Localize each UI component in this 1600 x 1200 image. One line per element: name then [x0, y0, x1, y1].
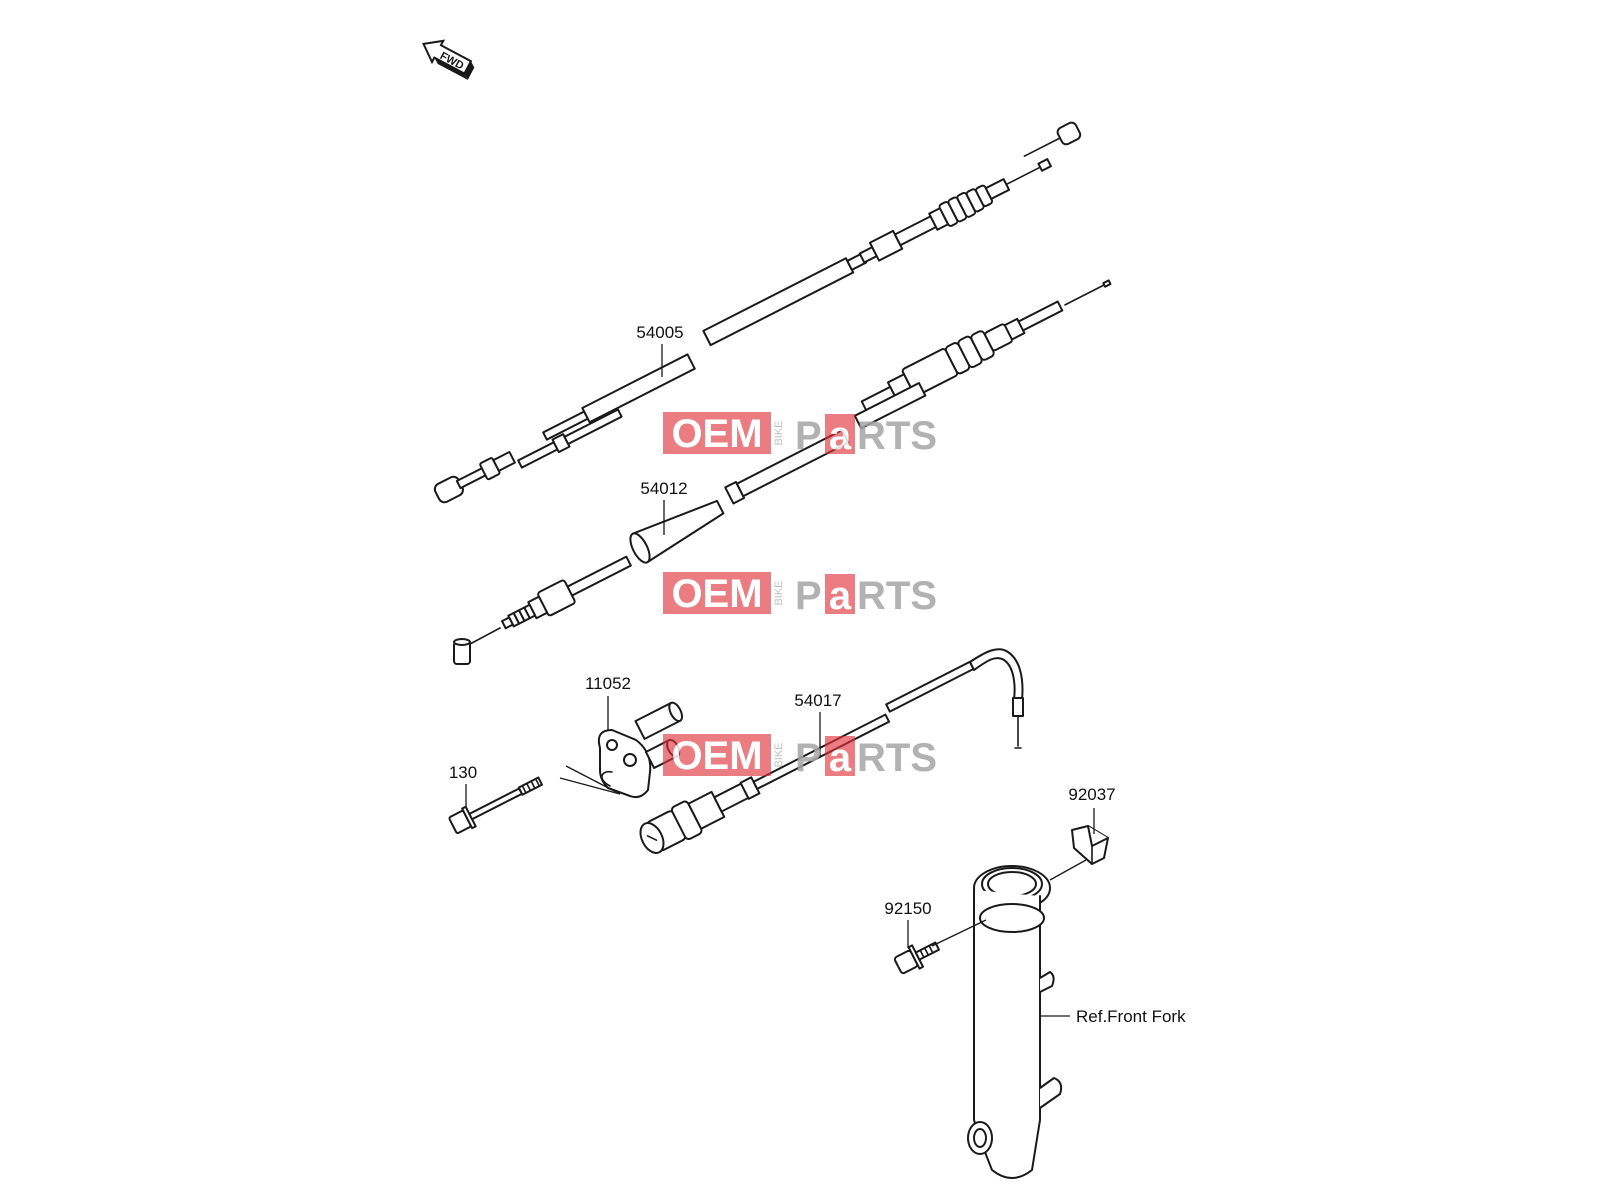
watermark-bike: BIKE [773, 580, 785, 605]
part-number-130: 130 [449, 763, 477, 782]
clutch-cable-54005[interactable] [433, 121, 1082, 504]
watermark-bike: BIKE [773, 420, 785, 445]
watermark-logo: OEM BIKE P a RTS [663, 734, 937, 780]
watermark-bike: BIKE [773, 742, 785, 767]
watermark-a: a [829, 736, 852, 780]
throttle-cable-54012[interactable] [453, 279, 1112, 665]
watermark-oem: OEM [671, 572, 762, 616]
watermark-p: P [795, 736, 822, 780]
watermark-p: P [795, 574, 822, 618]
part-number-11052: 11052 [585, 674, 631, 693]
part-number-54012: 54012 [640, 479, 687, 498]
front-fork-tube [967, 865, 1063, 1179]
fwd-arrow-icon: FWD [422, 39, 475, 80]
part-number-92150: 92150 [884, 899, 931, 918]
watermark-logo: OEM BIKE P a RTS [663, 412, 937, 458]
watermark-a: a [829, 574, 852, 618]
leader-lines [465, 344, 1095, 1017]
ref-front-fork-label: Ref.Front Fork [1076, 1007, 1186, 1026]
watermark-p: P [795, 414, 822, 458]
watermark-logo: OEM BIKE P a RTS [663, 572, 937, 618]
watermark-rts: RTS [857, 414, 937, 458]
clamp-92037[interactable] [1071, 825, 1109, 865]
watermark-a: a [829, 414, 852, 458]
watermark-rts: RTS [857, 574, 937, 618]
watermark-oem: OEM [671, 412, 762, 456]
watermark-oem: OEM [671, 734, 762, 778]
choke-cable-54017[interactable] [635, 648, 1024, 858]
part-number-92037: 92037 [1068, 785, 1115, 804]
bolt-92150[interactable] [893, 935, 943, 976]
watermark-rts: RTS [857, 736, 937, 780]
part-number-54017: 54017 [794, 691, 841, 710]
part-number-54005: 54005 [636, 323, 683, 342]
bolt-130[interactable] [448, 771, 545, 835]
